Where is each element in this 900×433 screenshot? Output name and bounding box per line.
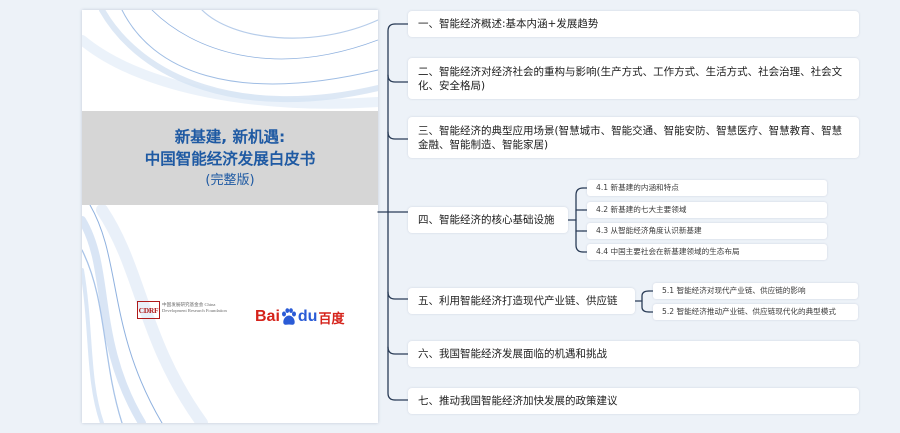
baidu-logo-cn: 百度 [318,311,345,327]
cover-title-line1: 新基建, 新机遇: [174,127,286,146]
cdrf-logo-text: 中国发展研究基金会 China Development Research Fou… [162,302,227,313]
mindmap-subnode-4-4[interactable]: 4.4 中国主要社会在新基建领域的生态布局 [587,244,827,260]
book-cover: 新基建, 新机遇: 中国智能经济发展白皮书 (完整版) CDRF 中国发展研究基… [82,10,378,423]
baidu-paw-icon [281,308,296,325]
cover-title-line2: 中国智能经济发展白皮书 [144,149,316,168]
mindmap-node-5[interactable]: 五、利用智能经济打造现代产业链、供应链 [408,288,635,314]
mindmap-node-1[interactable]: 一、智能经济概述:基本内涵+发展趋势 [408,11,859,37]
cdrf-logo: CDRF [137,301,160,319]
mindmap-subnode-4-1-label: 4.1 新基建的内涵和特点 [596,183,679,192]
mindmap-subnode-4-2-label: 4.2 新基建的七大主要领域 [596,205,687,214]
mindmap-subnode-4-2[interactable]: 4.2 新基建的七大主要领域 [587,202,827,218]
mindmap-node-3-label: 三、智能经济的典型应用场景(智慧城市、智能交通、智能安防、智慧医疗、智慧教育、智… [418,124,843,151]
mindmap-node-3[interactable]: 三、智能经济的典型应用场景(智慧城市、智能交通、智能安防、智慧医疗、智慧教育、智… [408,117,859,158]
baidu-logo: Bai du 百度 [255,306,344,328]
mindmap-node-6-label: 六、我国智能经济发展面临的机遇和挑战 [418,348,607,360]
mindmap-node-4-label: 四、智能经济的核心基础设施 [418,214,555,226]
mindmap-node-1-label: 一、智能经济概述:基本内涵+发展趋势 [418,18,599,30]
mindmap-node-2[interactable]: 二、智能经济对经济社会的重构与影响(生产方式、工作方式、生活方式、社会治理、社会… [408,58,859,99]
mindmap-subnode-5-1[interactable]: 5.1 智能经济对现代产业链、供应链的影响 [653,283,858,299]
mindmap-subnode-5-2-label: 5.2 智能经济推动产业链、供应链现代化的典型模式 [662,307,836,316]
baidu-logo-du: du [297,308,318,325]
mindmap-subnode-4-3[interactable]: 4.3 从智能经济角度认识新基建 [587,223,827,239]
mindmap-subnode-5-2[interactable]: 5.2 智能经济推动产业链、供应链现代化的典型模式 [653,304,858,320]
baidu-logo-bai: Bai [255,308,280,325]
mindmap-subnode-4-1[interactable]: 4.1 新基建的内涵和特点 [587,180,827,196]
mindmap-node-4[interactable]: 四、智能经济的核心基础设施 [408,207,568,233]
mindmap-node-6[interactable]: 六、我国智能经济发展面临的机遇和挑战 [408,341,859,367]
cover-swirl-graphic [82,10,378,423]
cover-subtitle: (完整版) [205,172,255,188]
mindmap-subnode-4-4-label: 4.4 中国主要社会在新基建领域的生态布局 [596,247,740,256]
mindmap-node-2-label: 二、智能经济对经济社会的重构与影响(生产方式、工作方式、生活方式、社会治理、社会… [418,65,843,92]
mindmap-subnode-5-1-label: 5.1 智能经济对现代产业链、供应链的影响 [662,286,806,295]
cover-title-band: 新基建, 新机遇: 中国智能经济发展白皮书 (完整版) [82,111,378,205]
mindmap-subnode-4-3-label: 4.3 从智能经济角度认识新基建 [596,226,702,235]
mindmap-node-5-label: 五、利用智能经济打造现代产业链、供应链 [418,295,618,307]
mindmap-node-7[interactable]: 七、推动我国智能经济加快发展的政策建议 [408,388,859,414]
mindmap-node-7-label: 七、推动我国智能经济加快发展的政策建议 [418,395,618,407]
